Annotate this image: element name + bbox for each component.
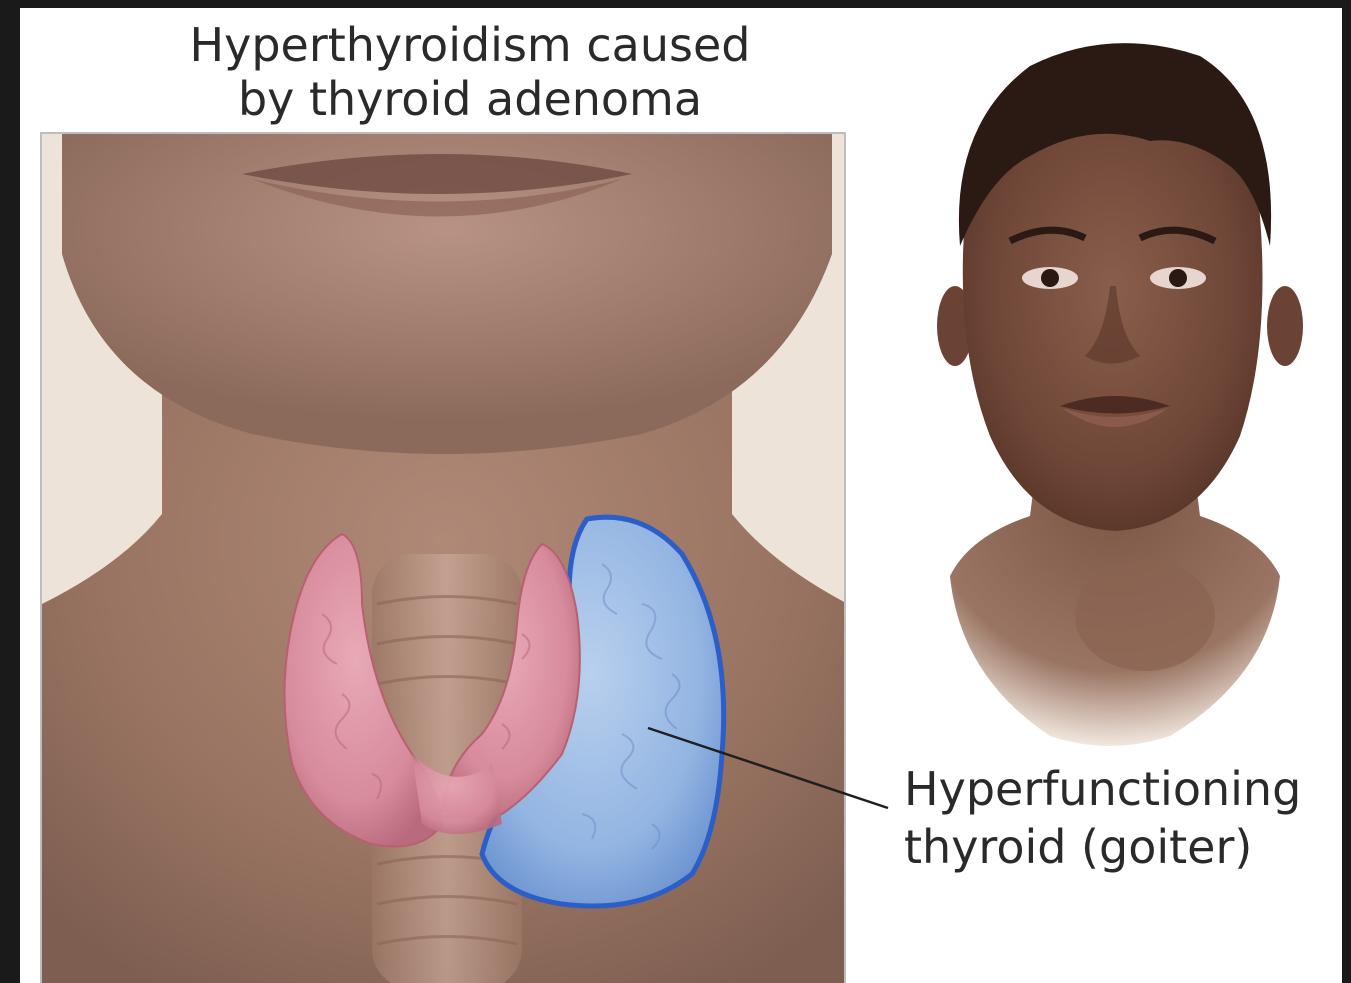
callout-line-1: Hyperfunctioning	[904, 760, 1324, 818]
neck-closeup-svg	[42, 134, 846, 983]
patient-portrait-svg	[910, 16, 1310, 756]
goiter-callout-label: Hyperfunctioning thyroid (goiter)	[904, 760, 1324, 876]
callout-line-2: thyroid (goiter)	[904, 818, 1324, 876]
patient-portrait	[910, 16, 1310, 756]
figure-title-line-1: Hyperthyroidism caused	[140, 18, 800, 72]
left-pupil	[1041, 269, 1059, 287]
right-pupil	[1169, 269, 1187, 287]
goiter-bulge	[1075, 561, 1215, 671]
right-ear	[1267, 286, 1303, 366]
figure-title-line-2: by thyroid adenoma	[140, 72, 800, 126]
neck-closeup-illustration	[40, 132, 846, 983]
figure-panel: Hyperthyroidism caused by thyroid adenom…	[20, 8, 1342, 983]
figure-title: Hyperthyroidism caused by thyroid adenom…	[140, 18, 800, 126]
